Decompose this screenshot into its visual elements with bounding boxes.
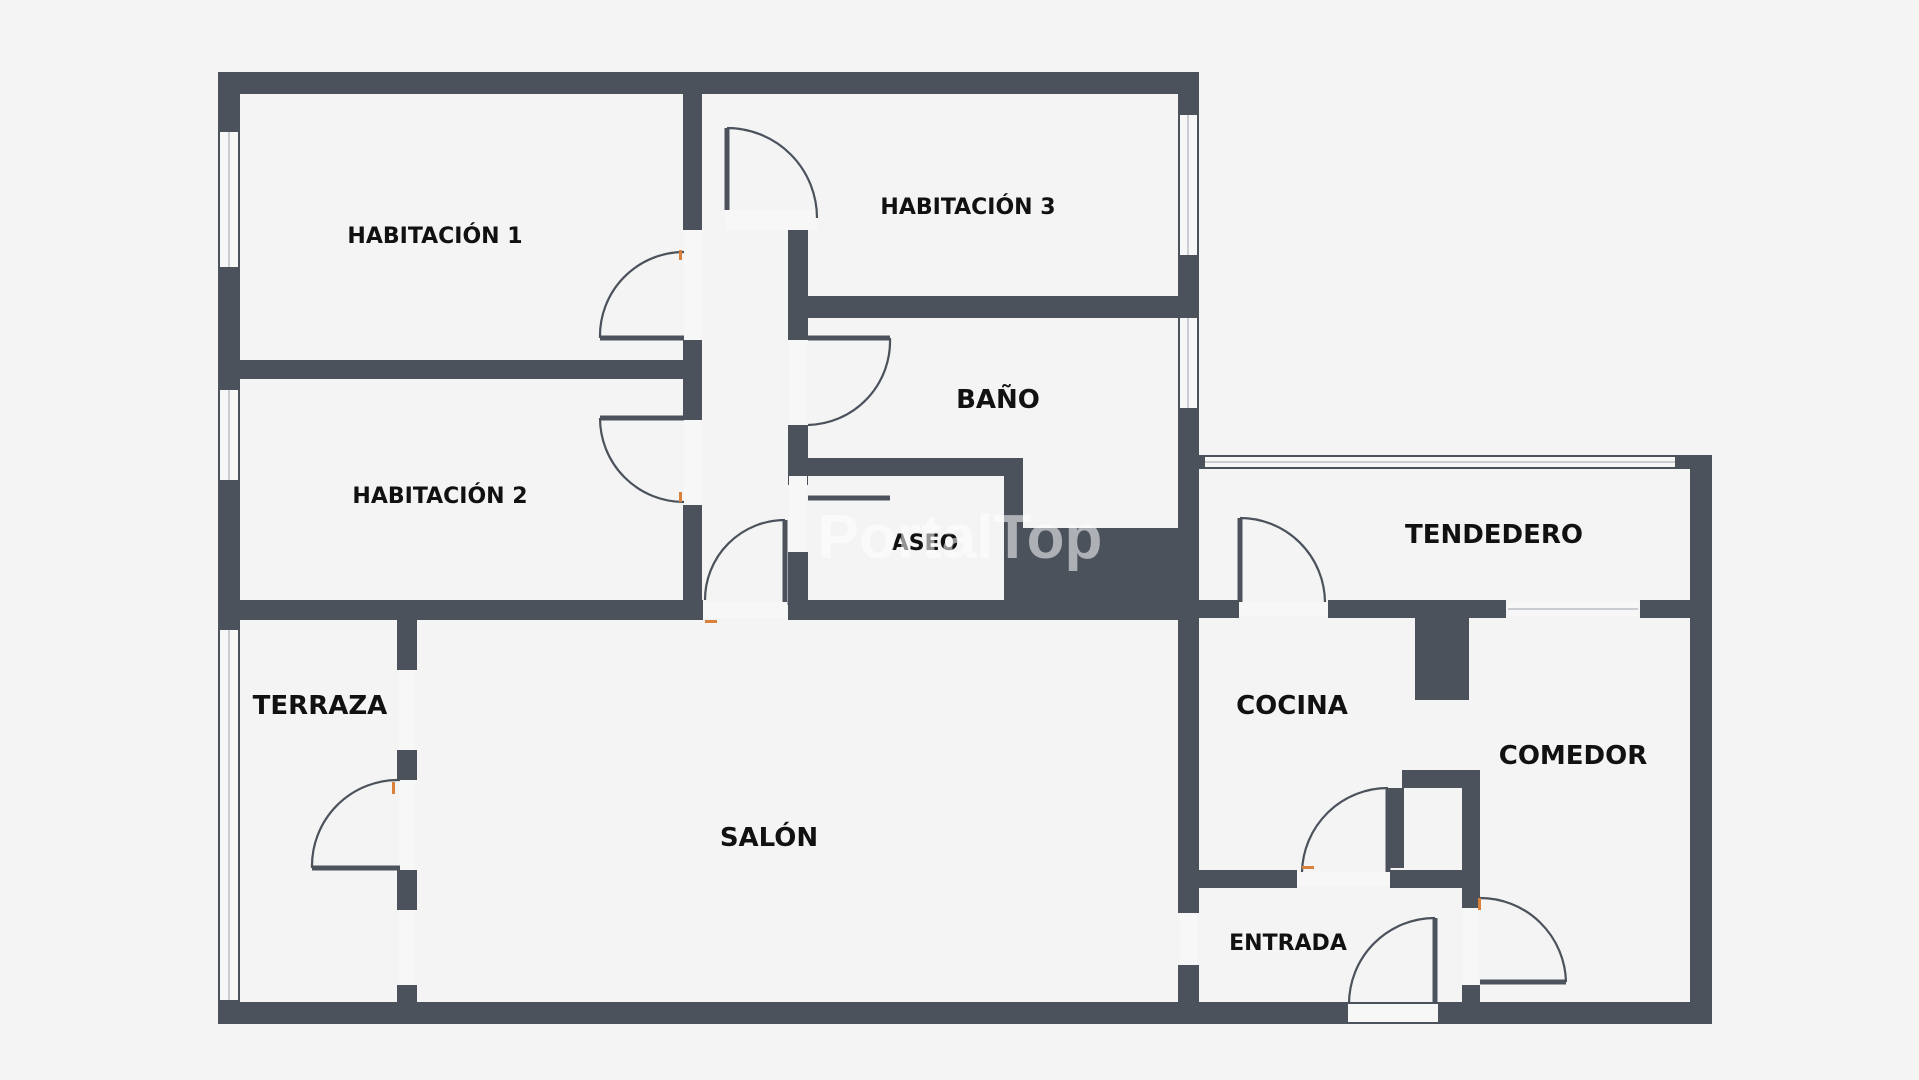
- label-habitacion-2: HABITACIÓN 2: [352, 483, 527, 509]
- wall-entrada-comedor-low: [1462, 985, 1480, 1024]
- label-habitacion-3: HABITACIÓN 3: [880, 194, 1055, 220]
- label-cocina: COCINA: [1236, 691, 1348, 721]
- room-labels: HABITACIÓN 1 HABITACIÓN 2 HABITACIÓN 3 B…: [253, 194, 1648, 956]
- door-tendedero: [1237, 516, 1328, 616]
- opening-salon-entrada: [1180, 913, 1197, 965]
- closet-top: [1402, 770, 1480, 788]
- wall-top: [218, 72, 1199, 94]
- closet-east: [1462, 770, 1480, 888]
- label-tendedero: TENDEDERO: [1405, 520, 1583, 550]
- wall-hab2-east-low: [683, 505, 702, 619]
- label-aseo: ASEO: [892, 531, 959, 556]
- wall-cocina-entrada: [1199, 870, 1297, 888]
- door-entrada-main: [1347, 916, 1438, 1022]
- wall-salon-entrada: [1178, 965, 1199, 1024]
- wall-terraza-salon-low: [397, 870, 417, 910]
- windows: [220, 115, 1675, 1000]
- door-terraza: [310, 778, 415, 871]
- doors: [310, 126, 1568, 1022]
- wall-right-east: [1690, 455, 1712, 1024]
- door-aseo: [703, 476, 890, 605]
- door-habitacion-3: [724, 126, 819, 230]
- door-habitacion-1: [598, 230, 702, 341]
- wall-terraza-salon-foot: [397, 985, 417, 1005]
- wall-hab3-west: [788, 230, 808, 340]
- label-habitacion-1: HABITACIÓN 1: [347, 223, 522, 249]
- closet-west: [1390, 788, 1404, 868]
- wall-hab2-east: [683, 340, 702, 420]
- wall-salon-cocina: [1178, 617, 1199, 913]
- wall-aseo-top: [788, 458, 1023, 476]
- label-salon: SALÓN: [720, 821, 818, 853]
- wall-aseo-bottom: [788, 600, 1199, 620]
- door-comedor: [1463, 896, 1568, 985]
- wall-tendedero-bottom-right: [1640, 600, 1712, 618]
- wall-terraza-salon-top: [397, 620, 417, 670]
- opening-terraza-salon-lower: [399, 910, 415, 985]
- door-habitacion-2: [598, 415, 702, 505]
- wall-hab3-bano: [788, 296, 1199, 318]
- wall-entrada-top-right: [1390, 870, 1480, 888]
- opening-terraza-salon-upper: [399, 670, 415, 750]
- wall-terraza-salon-mid: [397, 750, 417, 780]
- wall-entrada-comedor: [1462, 888, 1480, 908]
- wall-hab1-hab2: [218, 360, 702, 379]
- door-cocina: [1297, 786, 1391, 886]
- wall-bedrooms-bottom: [218, 600, 703, 620]
- wall-tendedero-bottom-left: [1199, 600, 1239, 618]
- wall-hab1-east: [683, 72, 702, 230]
- door-bano: [789, 335, 892, 427]
- opening-corridor-salon: [703, 602, 787, 618]
- label-bano: BAÑO: [956, 383, 1040, 415]
- wall-bottom: [218, 1002, 1712, 1024]
- label-terraza: TERRAZA: [253, 691, 388, 721]
- watermark: PortalTop: [818, 503, 1103, 572]
- label-comedor: COMEDOR: [1499, 741, 1648, 771]
- label-entrada: ENTRADA: [1229, 931, 1347, 956]
- kitchen-pillar: [1415, 600, 1469, 700]
